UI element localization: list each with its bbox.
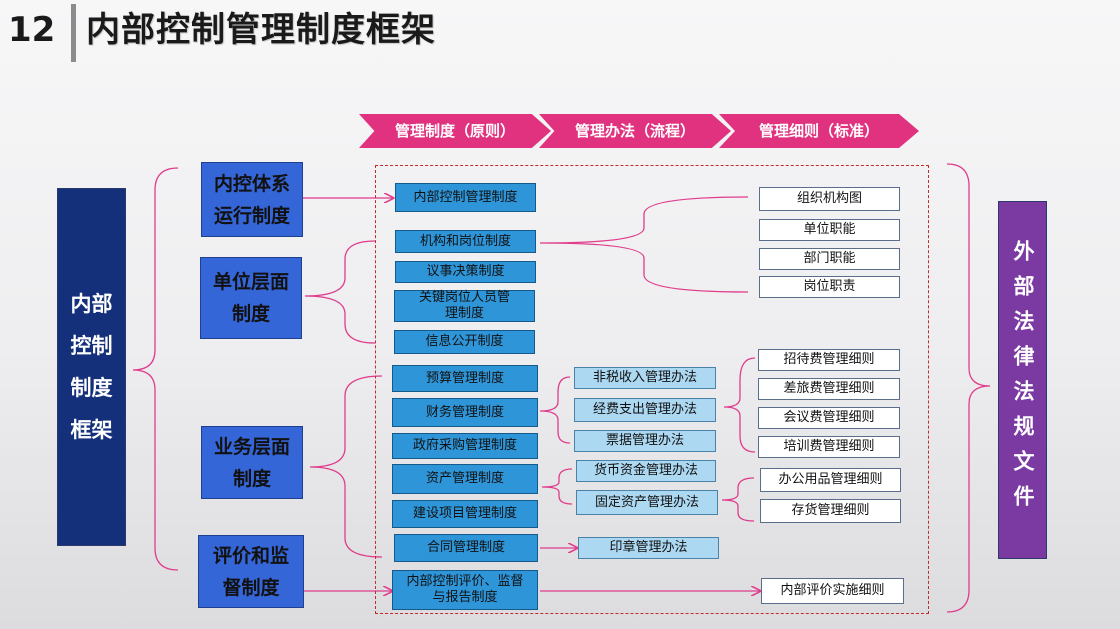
framework-label-line: 内部 (70, 292, 113, 316)
framework-label: 内部 控制 制度 框架 (57, 188, 126, 546)
category-line: 督制度 (222, 576, 280, 599)
system-box: 资产管理制度 (392, 464, 538, 494)
category-line: 单位层面 (212, 271, 289, 293)
system-box: 议事决策制度 (395, 261, 536, 283)
measure-box: 票据管理办法 (574, 430, 716, 452)
brace-fixed-asset-rules (721, 477, 755, 522)
brace-cat2-systems (304, 240, 376, 344)
external-laws-label: 外部法律法规文件 (998, 201, 1047, 559)
left-column-brace (132, 167, 179, 571)
category-line: 评价和监 (212, 544, 289, 567)
slide-number: 12 (8, 10, 56, 50)
rule-box: 会议费管理细则 (758, 407, 900, 429)
right-column-brace (946, 163, 991, 613)
measure-box: 货币资金管理办法 (576, 460, 716, 482)
page-title: 内部控制管理制度框架 (86, 10, 436, 50)
framework-label-line: 框架 (70, 418, 113, 442)
measure-box: 非税收入管理办法 (574, 367, 716, 389)
system-box: 内部控制管理制度 (395, 183, 536, 212)
category-line: 业务层面 (213, 435, 290, 458)
rule-box: 岗位职责 (759, 276, 900, 298)
rule-box: 办公用品管理细则 (760, 468, 901, 492)
category-line: 运行制度 (213, 204, 290, 227)
rule-box: 部门职能 (759, 248, 900, 270)
category-line: 制度 (232, 467, 271, 490)
category-evaluation-supervision: 评价和监督制度 (198, 535, 304, 608)
system-box: 预算管理制度 (392, 365, 538, 392)
title-divider (71, 4, 76, 62)
systems-frame (375, 165, 929, 614)
rule-box: 存货管理细则 (760, 499, 901, 523)
measure-box: 固定资产管理办法 (576, 490, 718, 515)
rule-box: 内部评价实施细则 (761, 578, 904, 604)
framework-label-line: 制度 (70, 376, 113, 400)
stage-principles: 管理制度（原则） (359, 114, 551, 148)
category-line: 制度 (231, 303, 270, 325)
system-box: 财务管理制度 (392, 398, 538, 427)
rule-box: 单位职能 (759, 219, 900, 241)
rule-box: 培训费管理细则 (758, 436, 900, 458)
system-box: 政府采购管理制度 (392, 433, 538, 459)
brace-cat3-systems (309, 375, 383, 558)
system-box: 建设项目管理制度 (392, 500, 538, 528)
system-box: 信息公开制度 (394, 330, 535, 354)
brace-finance-measures (539, 376, 571, 444)
system-box: 机构和岗位制度 (395, 230, 536, 253)
rule-box: 组织机构图 (759, 187, 900, 211)
framework-label-line: 控制 (70, 334, 113, 358)
rule-box: 招待费管理细则 (758, 349, 900, 371)
measure-box: 经费支出管理办法 (574, 398, 716, 422)
category-operation-system: 内控体系运行制度 (201, 162, 303, 237)
rule-box: 差旅费管理细则 (758, 378, 900, 400)
category-business-level: 业务层面制度 (201, 426, 303, 499)
system-box: 合同管理制度 (394, 534, 538, 562)
brace-org-rules (539, 196, 749, 293)
category-unit-level: 单位层面制度 (200, 257, 302, 339)
brace-expense-rules (723, 357, 756, 453)
category-line: 内控体系 (213, 172, 290, 195)
stage-standards: 管理细则（标准） (719, 114, 919, 148)
brace-asset-measures (541, 468, 573, 505)
measure-box: 印章管理办法 (578, 537, 719, 559)
stage-procedures: 管理办法（流程） (539, 114, 731, 148)
system-box: 内部控制评价、监督与报告制度 (392, 570, 538, 610)
system-box: 关键岗位人员管理制度 (394, 290, 535, 322)
